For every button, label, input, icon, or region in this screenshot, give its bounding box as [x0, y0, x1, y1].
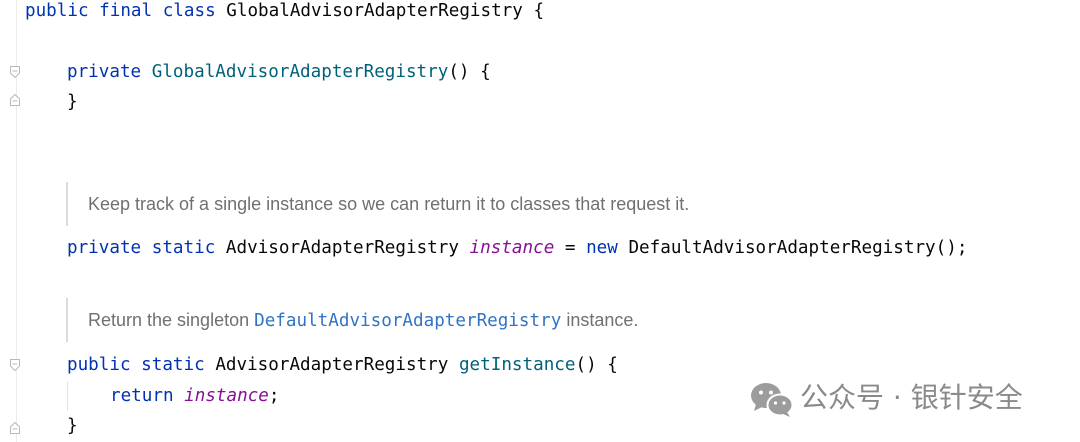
return-value: instance	[184, 386, 269, 406]
fold-end-icon[interactable]	[9, 421, 21, 435]
keyword-public: public	[25, 1, 89, 21]
watermark-text: 公众号 · 银针安全	[800, 381, 1023, 414]
code-line-constructor-close: }	[67, 87, 78, 117]
doc-comment-text: Keep track of a single instance so we ca…	[88, 194, 690, 214]
field-initializer: DefaultAdvisorAdapterRegistry();	[628, 238, 968, 258]
keyword-private: private	[67, 238, 142, 258]
doc-comment-text-before: Return the singleton	[88, 310, 250, 330]
indent-guide	[67, 382, 68, 411]
doc-comment-text-after: instance.	[566, 310, 639, 330]
code-line-method-declaration: public static AdvisorAdapterRegistry get…	[67, 350, 618, 380]
doc-comment-get-instance: Return the singleton DefaultAdvisorAdapt…	[66, 298, 638, 342]
constructor-signature-tail: () {	[448, 62, 491, 82]
keyword-new: new	[586, 238, 618, 258]
doc-comment-class-link[interactable]: DefaultAdvisorAdapterRegistry	[254, 311, 562, 331]
assign-operator: =	[564, 238, 576, 258]
brace-close: }	[67, 416, 78, 436]
keyword-static: static	[141, 355, 205, 375]
field-name: instance	[469, 238, 555, 258]
brace-open: {	[533, 1, 545, 21]
method-signature-tail: () {	[575, 355, 618, 375]
keyword-return: return	[110, 386, 174, 406]
method-return-type: AdvisorAdapterRegistry	[215, 355, 449, 375]
wechat-icon	[751, 383, 794, 417]
keyword-final: final	[99, 1, 153, 21]
gutter-border	[16, 0, 17, 442]
keyword-static: static	[151, 238, 216, 258]
fold-end-icon[interactable]	[9, 93, 21, 107]
code-line-method-close: }	[67, 411, 78, 441]
fold-start-icon[interactable]	[9, 65, 21, 79]
field-type: AdvisorAdapterRegistry	[225, 238, 459, 258]
method-name: getInstance	[458, 355, 576, 375]
code-line-field-declaration: private static AdvisorAdapterRegistry in…	[67, 233, 967, 263]
code-line-class-declaration: public final class GlobalAdvisorAdapterR…	[25, 0, 544, 26]
keyword-class: class	[162, 1, 216, 21]
class-name: GlobalAdvisorAdapterRegistry	[226, 1, 523, 21]
code-line-constructor: private GlobalAdvisorAdapterRegistry() {	[67, 57, 491, 87]
doc-comment-instance: Keep track of a single instance so we ca…	[66, 182, 689, 226]
code-line-return: return instance;	[110, 381, 280, 411]
keyword-public: public	[67, 355, 131, 375]
fold-start-icon[interactable]	[9, 358, 21, 372]
keyword-private: private	[67, 62, 142, 82]
semicolon: ;	[268, 386, 280, 406]
brace-close: }	[67, 92, 78, 112]
constructor-name: GlobalAdvisorAdapterRegistry	[151, 62, 449, 82]
